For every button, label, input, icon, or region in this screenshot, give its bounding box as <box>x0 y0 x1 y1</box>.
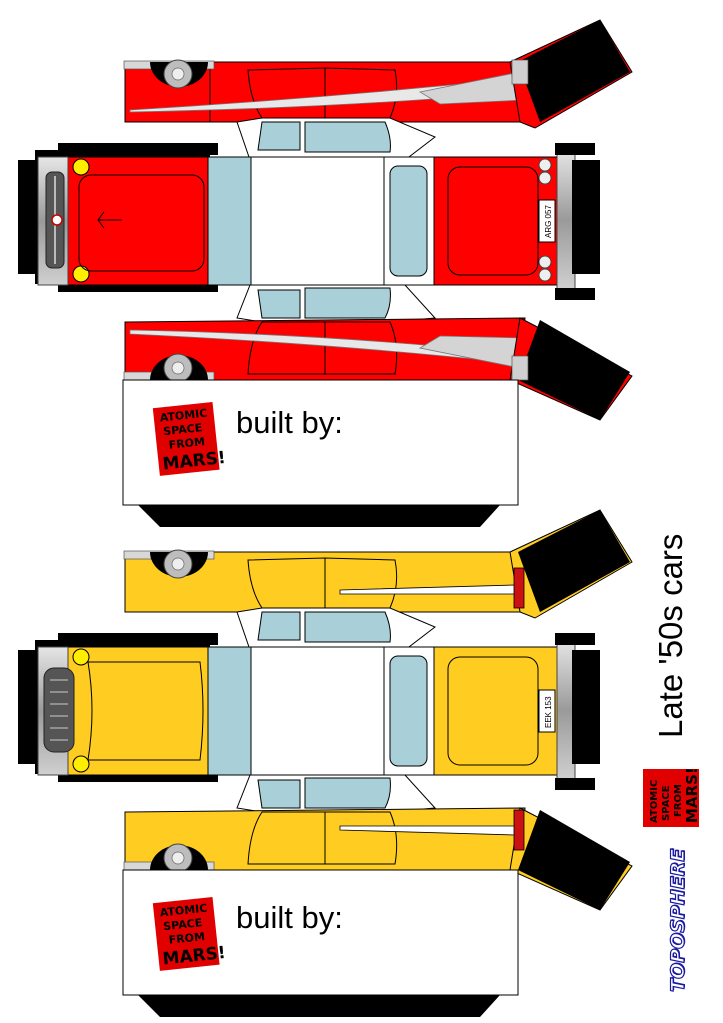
svg-text:SPACE: SPACE <box>163 916 203 933</box>
red-car-built-by: built by: <box>236 405 343 440</box>
svg-text:FROM: FROM <box>168 435 205 452</box>
mars-logo-yellow-panel: ATOMIC SPACE FROM MARS! <box>152 896 227 971</box>
svg-text:FROM: FROM <box>168 930 205 947</box>
sheet-title: Late '50s cars <box>652 533 689 738</box>
svg-text:ATOMIC: ATOMIC <box>649 780 660 823</box>
svg-text:FROM: FROM <box>673 784 684 817</box>
svg-text:ATOMIC: ATOMIC <box>159 407 208 425</box>
toposphere-logo: TOPOSPHERE <box>666 848 689 992</box>
yellow-car-net <box>18 509 633 1017</box>
svg-text:MARS!: MARS! <box>683 767 701 823</box>
mars-logo-side: ATOMIC SPACE FROM MARS! <box>643 767 701 827</box>
svg-text:SPACE: SPACE <box>661 785 672 821</box>
red-car-tabs <box>138 505 500 527</box>
yellow-car-plate: EEK 153 <box>544 696 553 728</box>
red-car-plate: ARG 057 <box>544 205 553 238</box>
mars-logo-red-panel: ATOMIC SPACE FROM MARS! <box>152 401 227 476</box>
yellow-car-built-by: built by: <box>236 900 343 935</box>
red-car-net <box>17 19 633 527</box>
svg-text:SPACE: SPACE <box>163 421 203 438</box>
svg-text:ATOMIC: ATOMIC <box>159 902 208 920</box>
